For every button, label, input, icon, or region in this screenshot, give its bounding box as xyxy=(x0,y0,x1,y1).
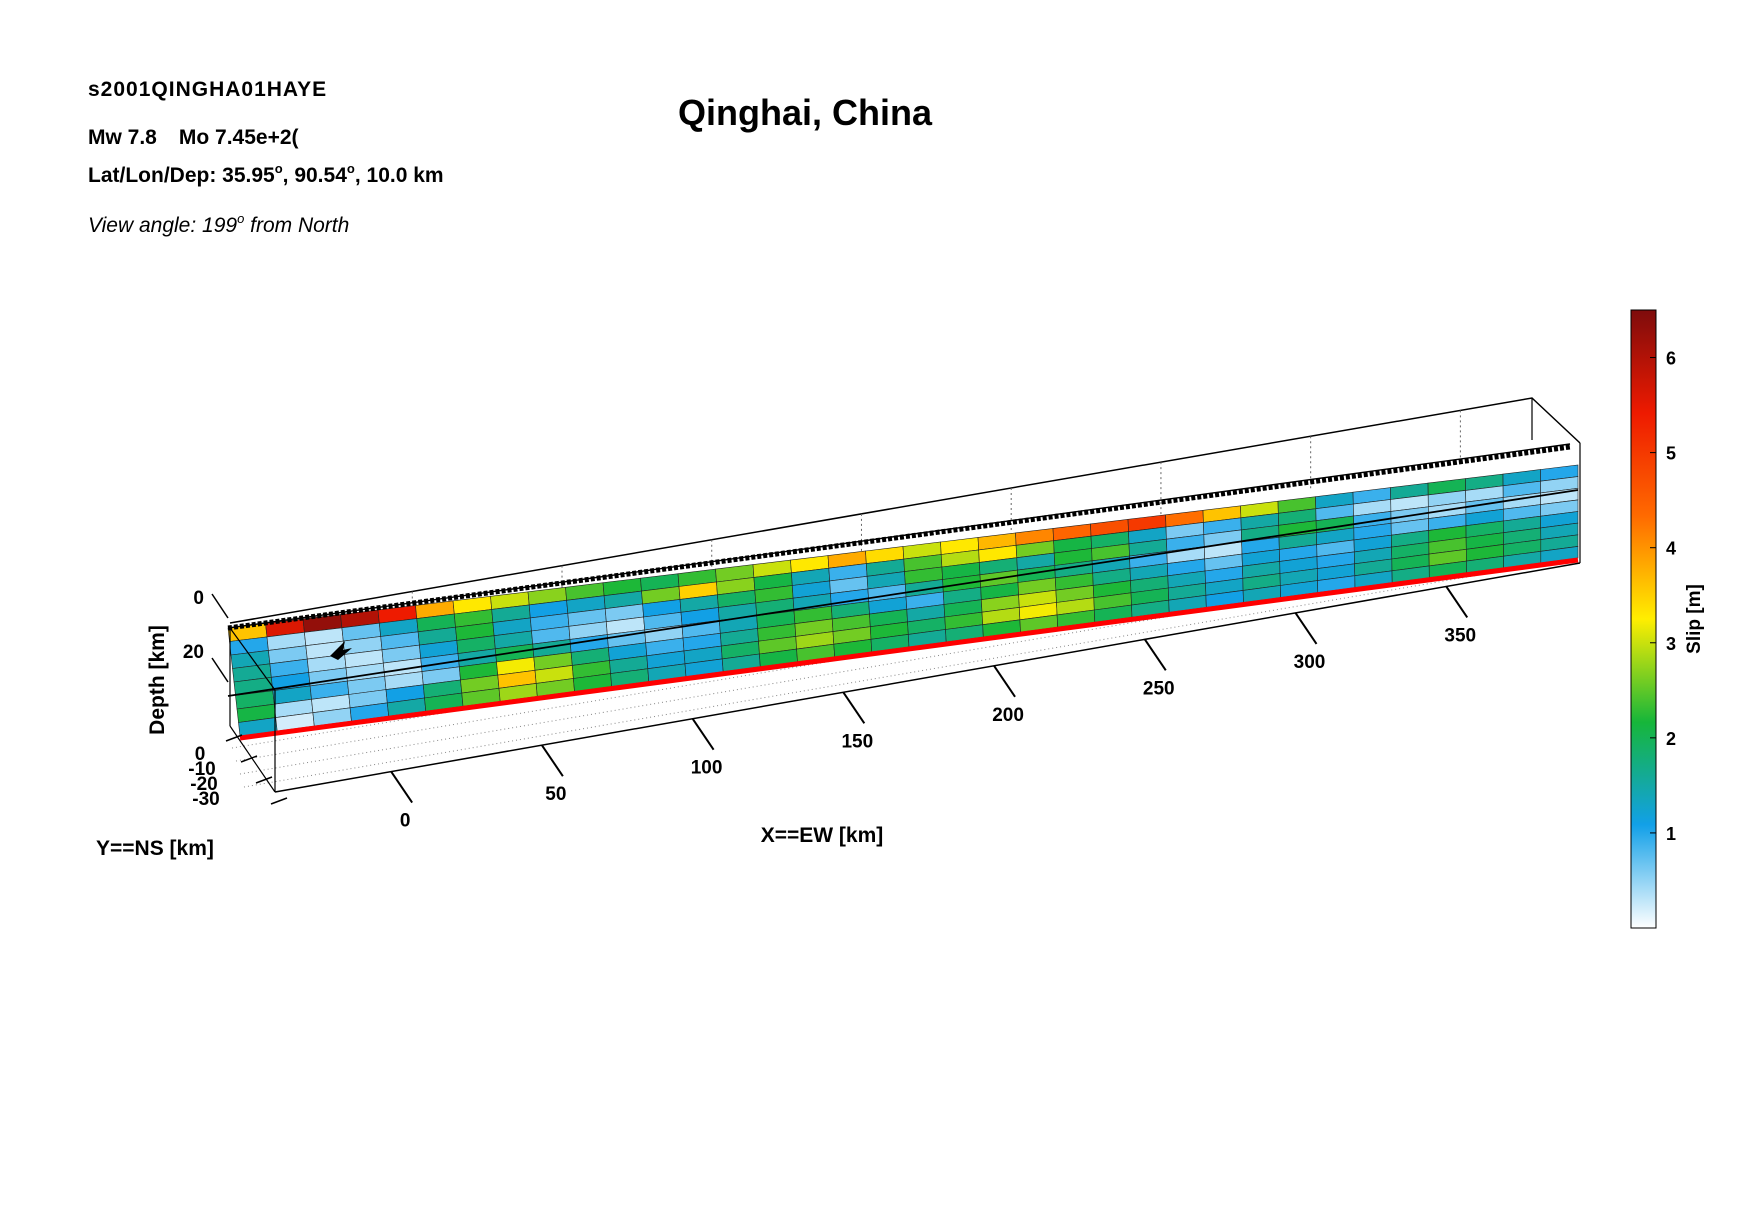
z-tick-mark xyxy=(211,657,229,683)
colorbar-label: Slip [m] xyxy=(1684,584,1705,654)
y-tick-label: -20 xyxy=(190,774,217,795)
y-tick-label: 0 xyxy=(195,744,206,765)
y-tick-mark xyxy=(240,755,258,763)
z-tick-mark xyxy=(211,593,229,619)
x-tick-mark xyxy=(842,691,866,724)
x-tick-label: 350 xyxy=(1444,625,1476,646)
view-angle: View angle: 199o from North xyxy=(88,211,350,238)
x-tick-mark xyxy=(1294,612,1318,645)
latitude-text: Lat/Lon/Dep: 35.95 xyxy=(88,164,275,187)
colorbar-tick-label: 1 xyxy=(1666,824,1676,844)
dip-line xyxy=(227,489,1579,697)
fault-surface-trace xyxy=(227,444,1571,631)
x-tick-label: 0 xyxy=(400,811,411,832)
x-tick-mark xyxy=(691,718,715,751)
x-tick-mark xyxy=(993,665,1016,698)
degree-sign: o xyxy=(274,161,283,176)
location-line: Lat/Lon/Dep: 35.95o, 90.54o, 10.0 km xyxy=(88,161,444,188)
y-tick-mark xyxy=(225,734,243,742)
degree-sign: o xyxy=(237,211,245,226)
event-id: s2001QINGHA01HAYE xyxy=(88,78,328,101)
magnitude-line: Mw 7.8 Mo 7.45e+2( xyxy=(88,126,299,150)
colorbar-tick-label: 3 xyxy=(1666,634,1676,654)
colorbar-tick-label: 4 xyxy=(1666,539,1676,559)
z-axis-label: Depth [km] xyxy=(146,625,169,735)
colorbar-tick-label: 2 xyxy=(1666,729,1676,749)
chart-title: Qinghai, China xyxy=(678,92,933,133)
colorbar-tick-label: 5 xyxy=(1666,444,1676,464)
y-tick-mark xyxy=(270,797,288,805)
y-axis-label: Y==NS [km] xyxy=(96,837,214,860)
x-tick-mark xyxy=(1445,585,1469,619)
z-tick-label: 20 xyxy=(183,642,204,663)
x-tick-label: 300 xyxy=(1294,652,1326,673)
depth-text: , 10.0 km xyxy=(354,164,444,187)
fault-bottom-edge xyxy=(239,557,1579,741)
longitude-text: , 90.54 xyxy=(282,164,347,187)
seismic-moment: Mo 7.45e+2( xyxy=(178,126,299,149)
x-tick-label: 250 xyxy=(1143,678,1175,699)
colorbar-tick-label: 6 xyxy=(1666,349,1676,369)
z-tick-label: 0 xyxy=(193,588,204,609)
y-tick-label: -10 xyxy=(188,759,215,780)
view-angle-prefix: View angle: 199 xyxy=(88,214,238,237)
moment-magnitude: Mw 7.8 xyxy=(88,126,157,149)
box-front-bottom xyxy=(274,562,1581,793)
view-angle-suffix: from North xyxy=(244,214,350,237)
x-tick-mark xyxy=(390,771,413,804)
x-tick-mark xyxy=(1143,638,1167,671)
x-axis-label: X==EW [km] xyxy=(761,824,884,847)
degree-sign: o xyxy=(346,161,355,176)
y-tick-mark xyxy=(255,776,273,784)
x-tick-label: 200 xyxy=(992,705,1024,726)
x-tick-label: 150 xyxy=(841,731,873,752)
slip-cells xyxy=(227,443,1579,741)
y-tick-label: -30 xyxy=(192,789,219,810)
hypocenter-arrow-icon xyxy=(330,641,352,660)
box-left-top-edge xyxy=(229,627,276,691)
colorbar-gradient xyxy=(1630,309,1657,929)
grid-line-y-3 xyxy=(243,557,1579,788)
x-tick-mark xyxy=(541,744,564,777)
x-tick-label: 50 xyxy=(545,784,566,805)
x-tick-label: 100 xyxy=(691,758,723,779)
